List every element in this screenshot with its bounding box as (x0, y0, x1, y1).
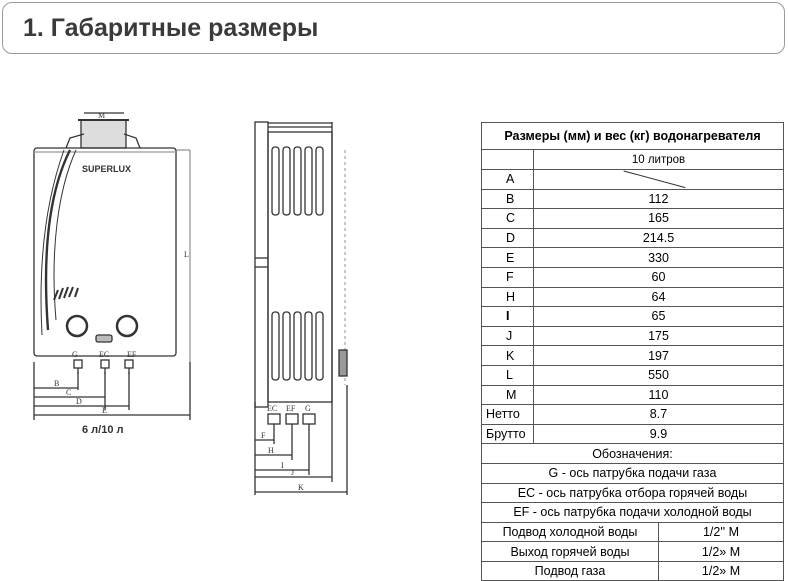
row-key: B (481, 188, 534, 210)
front-caption: 6 л/10 л (82, 424, 124, 436)
side-label-g: G (305, 404, 311, 413)
table-row: I 65 (481, 306, 784, 327)
row-key: M (481, 384, 534, 406)
connection-row: Подвод газа 1/2» M (481, 560, 784, 581)
front-view (33, 112, 191, 420)
row-key: D (481, 227, 534, 249)
dimension-drawing: SUPERLUX M L G EC EF B C D E 6 л/10 л (33, 111, 348, 495)
dim-l-label: L (184, 250, 189, 259)
table-row: F 60 (481, 266, 784, 288)
row-value: 112 (533, 188, 784, 210)
connection-name: Подвод холодной воды (481, 521, 659, 543)
row-key: E (481, 247, 534, 268)
side-label-ef: EF (286, 404, 296, 413)
dim-m-label: M (98, 111, 105, 120)
table-row: K 197 (481, 345, 784, 366)
row-value: 165 (533, 208, 784, 229)
dim-f-label: F (261, 431, 266, 440)
row-key: H (481, 286, 534, 308)
dim-h-label: H (268, 446, 274, 455)
connection-row: Подвод холодной воды 1/2'' M (481, 521, 784, 543)
table-row: J 175 (481, 325, 784, 347)
dim-k-label: K (298, 483, 304, 492)
row-key: K (481, 345, 534, 366)
label-ec: EC (99, 350, 109, 359)
connection-size: 1/2» M (658, 560, 784, 581)
row-key: A (481, 169, 534, 190)
dim-b-label: B (54, 379, 59, 388)
label-g: G (72, 350, 78, 359)
diagonal-line (623, 170, 686, 189)
connection-name: Подвод газа (481, 560, 659, 581)
side-label-ec: EC (267, 404, 277, 413)
dim-i-label: I (281, 461, 284, 470)
section-header: 1. Габаритные размеры (2, 2, 785, 54)
row-value: 550 (533, 364, 784, 386)
row-value (533, 169, 784, 190)
row-key: Брутто (481, 423, 534, 445)
legend-item-ec: EC - ось патрубка отбора горячей воды (481, 482, 784, 504)
table-row: E 330 (481, 247, 784, 268)
row-key: J (481, 325, 534, 347)
table-row: D 214.5 (481, 227, 784, 249)
row-value: 214.5 (533, 227, 784, 249)
section-title: 1. Габаритные размеры (23, 14, 319, 42)
row-value: 9.9 (533, 423, 784, 445)
legend-title: Обозначения: (481, 443, 784, 464)
specs-table: Размеры (мм) и вес (кг) водонагревателя … (481, 122, 784, 581)
row-key: F (481, 266, 534, 288)
row-value: 175 (533, 325, 784, 347)
table-row: Брутто 9.9 (481, 423, 784, 445)
row-value: 64 (533, 286, 784, 308)
table-row: B 112 (481, 188, 784, 210)
row-key: C (481, 208, 534, 229)
brand-logo: SUPERLUX (82, 164, 131, 174)
row-key: Нетто (481, 404, 534, 425)
row-key: L (481, 364, 534, 386)
row-value: 197 (533, 345, 784, 366)
connection-size: 1/2'' M (658, 521, 784, 543)
label-ef: EF (127, 350, 137, 359)
row-value: 8.7 (533, 404, 784, 425)
legend-item-ef: EF - ось патрубка подачи холодной воды (481, 502, 784, 523)
dim-j-label: J (291, 468, 294, 477)
row-value: 60 (533, 266, 784, 288)
table-row: Нетто 8.7 (481, 404, 784, 425)
dim-c-label: C (66, 388, 71, 397)
table-row: A (481, 169, 784, 190)
front-view-labels: SUPERLUX M L G EC EF B C D E 6 л/10 л (54, 111, 189, 436)
row-value: 330 (533, 247, 784, 268)
legend-item-g: G - ось патрубка подачи газа (481, 462, 784, 484)
row-key: I (481, 306, 534, 327)
row-value: 110 (533, 384, 784, 406)
side-view-labels: EC EF G F H I J K (261, 404, 311, 492)
connection-size: 1/2» M (658, 541, 784, 562)
row-value: 65 (533, 306, 784, 327)
table-row: L 550 (481, 364, 784, 386)
capacity-header: 10 литров (533, 149, 784, 170)
dim-d-label: D (76, 397, 82, 406)
table-row: H 64 (481, 286, 784, 308)
table-row: C 165 (481, 208, 784, 229)
side-view (254, 121, 348, 495)
connection-row: Выход горячей воды 1/2» M (481, 541, 784, 562)
table-row: M 110 (481, 384, 784, 406)
connection-name: Выход горячей воды (481, 541, 659, 562)
dim-e-label: E (102, 406, 107, 415)
table-title: Размеры (мм) и вес (кг) водонагревателя (481, 122, 784, 150)
